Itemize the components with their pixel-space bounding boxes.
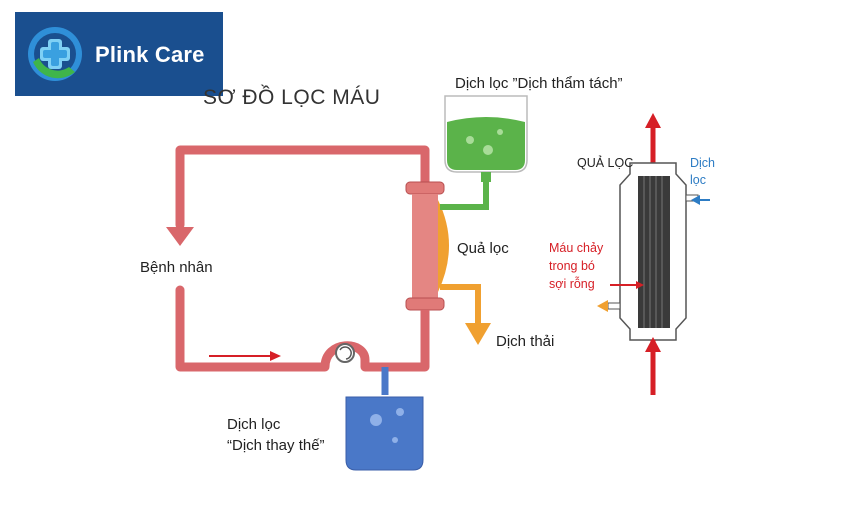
- blood-circuit: [175, 145, 430, 372]
- detail-blood-label-line1: Máu chảy: [549, 241, 604, 255]
- waste-line: [440, 284, 491, 345]
- dialysate-label: Dịch lọc ”Dịch thẩm tách”: [455, 75, 623, 92]
- brand-logo: Plink Care: [15, 12, 223, 96]
- patient-label: Bệnh nhân: [140, 259, 213, 276]
- waste-label: Dịch thải: [496, 333, 555, 350]
- dialysate-bag: [444, 95, 528, 182]
- flow-arrow-icon: [209, 351, 281, 361]
- medical-cross-logo-icon: [28, 27, 82, 81]
- detail-filter-label: QUẢ LỌC: [577, 156, 634, 170]
- pump-icon: [335, 343, 355, 363]
- filter-cartridge: [405, 181, 449, 322]
- fluid-in-arrow-icon: [691, 195, 700, 205]
- fluid-out-arrow-icon: [597, 300, 608, 312]
- brand-name: Plink Care: [95, 42, 205, 67]
- down-arrow-icon: [166, 227, 194, 246]
- detail-fluid-label-line2: lọc: [690, 173, 706, 187]
- replacement-bag: [345, 367, 424, 471]
- diagram-title: SƠ ĐỒ LỌC MÁU: [203, 86, 381, 109]
- waste-arrow-icon: [465, 323, 491, 345]
- filter-label: Quả lọc: [457, 240, 509, 257]
- dialysate-line: [440, 182, 489, 210]
- detail-blood-label-line3: sợi rỗng: [549, 277, 595, 291]
- detail-blood-label-line2: trong bó: [549, 259, 595, 273]
- detail-fluid-label-line1: Dịch: [690, 156, 716, 170]
- replacement-label-line1: Dịch lọc: [227, 416, 281, 433]
- up-arrow-icon: [645, 113, 661, 128]
- blood-in-arrow-icon: [645, 337, 661, 352]
- replacement-label-line2: “Dịch thay thế”: [227, 437, 325, 454]
- filter-detail: [597, 113, 710, 395]
